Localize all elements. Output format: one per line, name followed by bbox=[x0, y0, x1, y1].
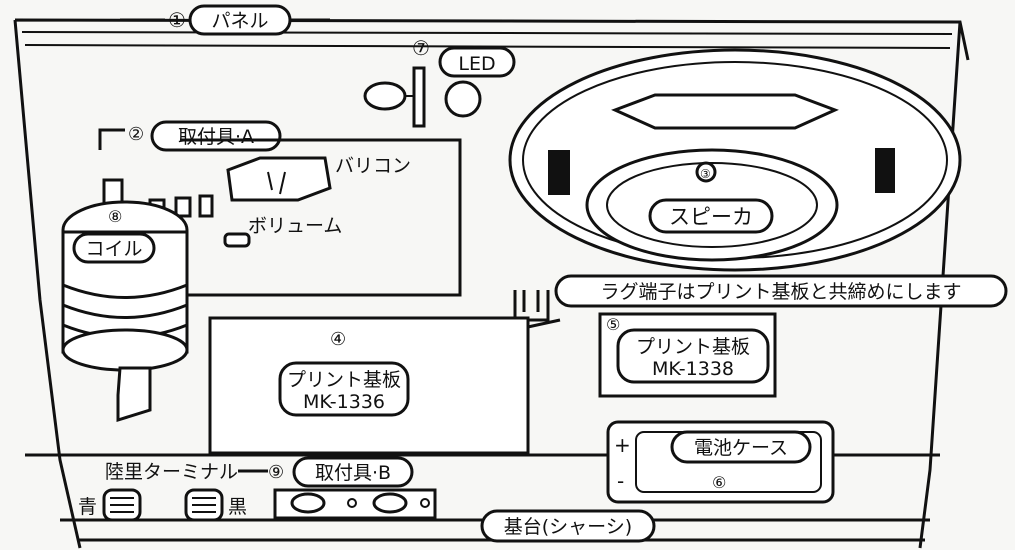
pcb-1338-label-line1: プリント基板 bbox=[636, 336, 750, 358]
pcb-1336-label-line1: プリント基板 bbox=[287, 369, 401, 391]
pcb-1338-label-line2: MK-1338 bbox=[652, 358, 734, 380]
bracket-b-label-box bbox=[292, 456, 414, 488]
bracket-a-number: ② bbox=[128, 124, 144, 145]
volume-label: ボリューム bbox=[248, 215, 342, 237]
terminal-blue-label: 青 bbox=[78, 496, 97, 518]
coil-bottom bbox=[61, 328, 189, 372]
led-hole bbox=[444, 80, 482, 118]
bracket-b-hole-3 bbox=[372, 492, 408, 514]
speaker-number: ③ bbox=[700, 167, 711, 181]
speaker-magnet bbox=[611, 93, 839, 130]
volume-knob-shaft bbox=[223, 232, 251, 248]
coil-label-box bbox=[72, 232, 156, 264]
speaker-cone-inner bbox=[606, 162, 818, 248]
bracket-b-hole-2 bbox=[347, 498, 357, 508]
pcb-1338-label-box bbox=[616, 328, 770, 384]
speaker-center-cap bbox=[695, 161, 717, 183]
pcb-1336-label-box bbox=[278, 361, 410, 417]
bracket-a-label-box bbox=[150, 120, 282, 152]
battery-label-box bbox=[670, 430, 812, 464]
led-label: LED bbox=[458, 53, 495, 75]
led-number: ⑦ bbox=[412, 36, 430, 60]
led-mount-plate bbox=[412, 66, 426, 128]
panel-label: パネル bbox=[211, 10, 268, 32]
pcb-1336-board bbox=[208, 316, 530, 455]
coil-number: ⑧ bbox=[108, 207, 122, 226]
panel-inner-edge bbox=[21, 31, 953, 49]
bracket-a-leader bbox=[98, 128, 125, 150]
led-label-box bbox=[438, 46, 516, 78]
coil-terminal bbox=[102, 178, 124, 206]
pcb-1338-number: ⑤ bbox=[606, 315, 620, 334]
terminal-blue-knurl bbox=[110, 497, 134, 513]
varicon-shaft bbox=[267, 171, 286, 195]
bracket-a-plate bbox=[180, 138, 462, 297]
speaker-label: スピーカ bbox=[669, 205, 753, 229]
speaker-clip-right bbox=[875, 148, 895, 193]
varicon-body bbox=[226, 156, 332, 202]
bracket-b-label: 取付具·B bbox=[315, 462, 391, 484]
terminal-black-knurl bbox=[192, 497, 216, 513]
pcb-1336-label-line2: MK-1336 bbox=[303, 391, 385, 413]
terminal-label: 陸里ターミナル bbox=[105, 461, 238, 483]
lug-note-box bbox=[554, 274, 1008, 308]
battery-label: 電池ケース bbox=[694, 437, 788, 459]
coil-label: コイル bbox=[85, 238, 142, 260]
lug-terminal bbox=[504, 290, 561, 334]
bracket-b-number: ⑨ bbox=[268, 462, 284, 483]
coil-mount-foot bbox=[116, 366, 152, 423]
bracket-a-label: 取付具·A bbox=[178, 126, 254, 148]
base-label: 基台(シャーシ) bbox=[504, 516, 632, 538]
battery-plus: + bbox=[614, 433, 631, 457]
pcb-1336-number: ④ bbox=[330, 329, 346, 350]
terminal-black-label: 黒 bbox=[228, 496, 247, 518]
led-body bbox=[363, 81, 407, 111]
panel-number: ① bbox=[168, 8, 186, 32]
panel-label-box bbox=[188, 4, 292, 36]
base-label-box bbox=[480, 509, 656, 543]
battery-number: ⑥ bbox=[712, 473, 726, 492]
volume-pin-1 bbox=[174, 196, 192, 218]
battery-minus: - bbox=[617, 469, 624, 493]
lug-note-label: ラグ端子はプリント基板と共締めにします bbox=[600, 281, 961, 303]
speaker-label-box bbox=[648, 198, 774, 234]
varicon-label: バリコン bbox=[335, 155, 411, 177]
bracket-b-hole-1 bbox=[290, 492, 326, 514]
volume-pin-2 bbox=[198, 194, 214, 218]
speaker-clip-left bbox=[548, 150, 570, 195]
bracket-b-hole-4 bbox=[420, 498, 430, 508]
